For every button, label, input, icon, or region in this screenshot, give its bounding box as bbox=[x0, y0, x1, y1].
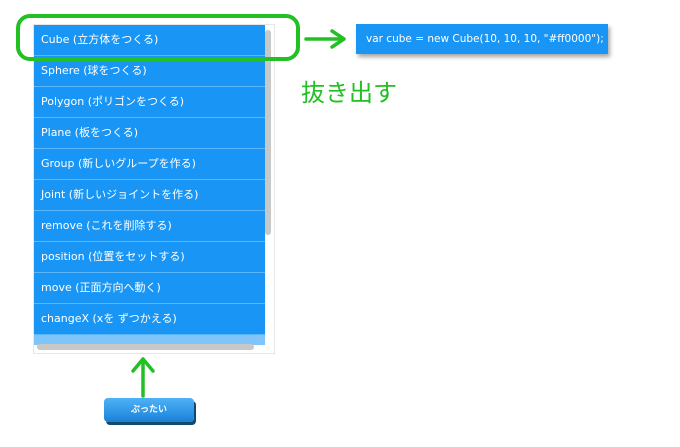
list-item-cube[interactable]: Cube (立方体をつくる) bbox=[34, 25, 265, 56]
list-item-joint[interactable]: Joint (新しいジョイントを作る) bbox=[34, 180, 265, 211]
list-item-group[interactable]: Group (新しいグループを作る) bbox=[34, 149, 265, 180]
extract-label: 抜き出す bbox=[301, 79, 397, 107]
highlight-annotation bbox=[16, 14, 300, 61]
list-item-polygon[interactable]: Polygon (ポリゴンをつくる) bbox=[34, 87, 265, 118]
block-list: Cube (立方体をつくる) Sphere (球をつくる) Polygon (ポ… bbox=[34, 25, 265, 345]
arrow-right-icon bbox=[304, 29, 346, 49]
arrow-up-icon bbox=[131, 357, 155, 398]
list-item-changex[interactable]: changeX (xを ずつかえる) bbox=[34, 304, 265, 335]
vertical-scrollbar[interactable] bbox=[265, 30, 271, 235]
block-list-panel: Cube (立方体をつくる) Sphere (球をつくる) Polygon (ポ… bbox=[33, 24, 275, 354]
list-item-remove[interactable]: remove (これを削除する) bbox=[34, 211, 265, 242]
list-item-plane[interactable]: Plane (板をつくる) bbox=[34, 118, 265, 149]
object-button[interactable]: ぶったい bbox=[104, 398, 194, 422]
list-item-sphere[interactable]: Sphere (球をつくる) bbox=[34, 56, 265, 87]
list-item-position[interactable]: position (位置をセットする) bbox=[34, 242, 265, 273]
horizontal-scrollbar[interactable] bbox=[37, 344, 254, 350]
code-output: var cube = new Cube(10, 10, 10, "#ff0000… bbox=[356, 24, 608, 54]
list-item-move[interactable]: move (正面方向へ動く) bbox=[34, 273, 265, 304]
